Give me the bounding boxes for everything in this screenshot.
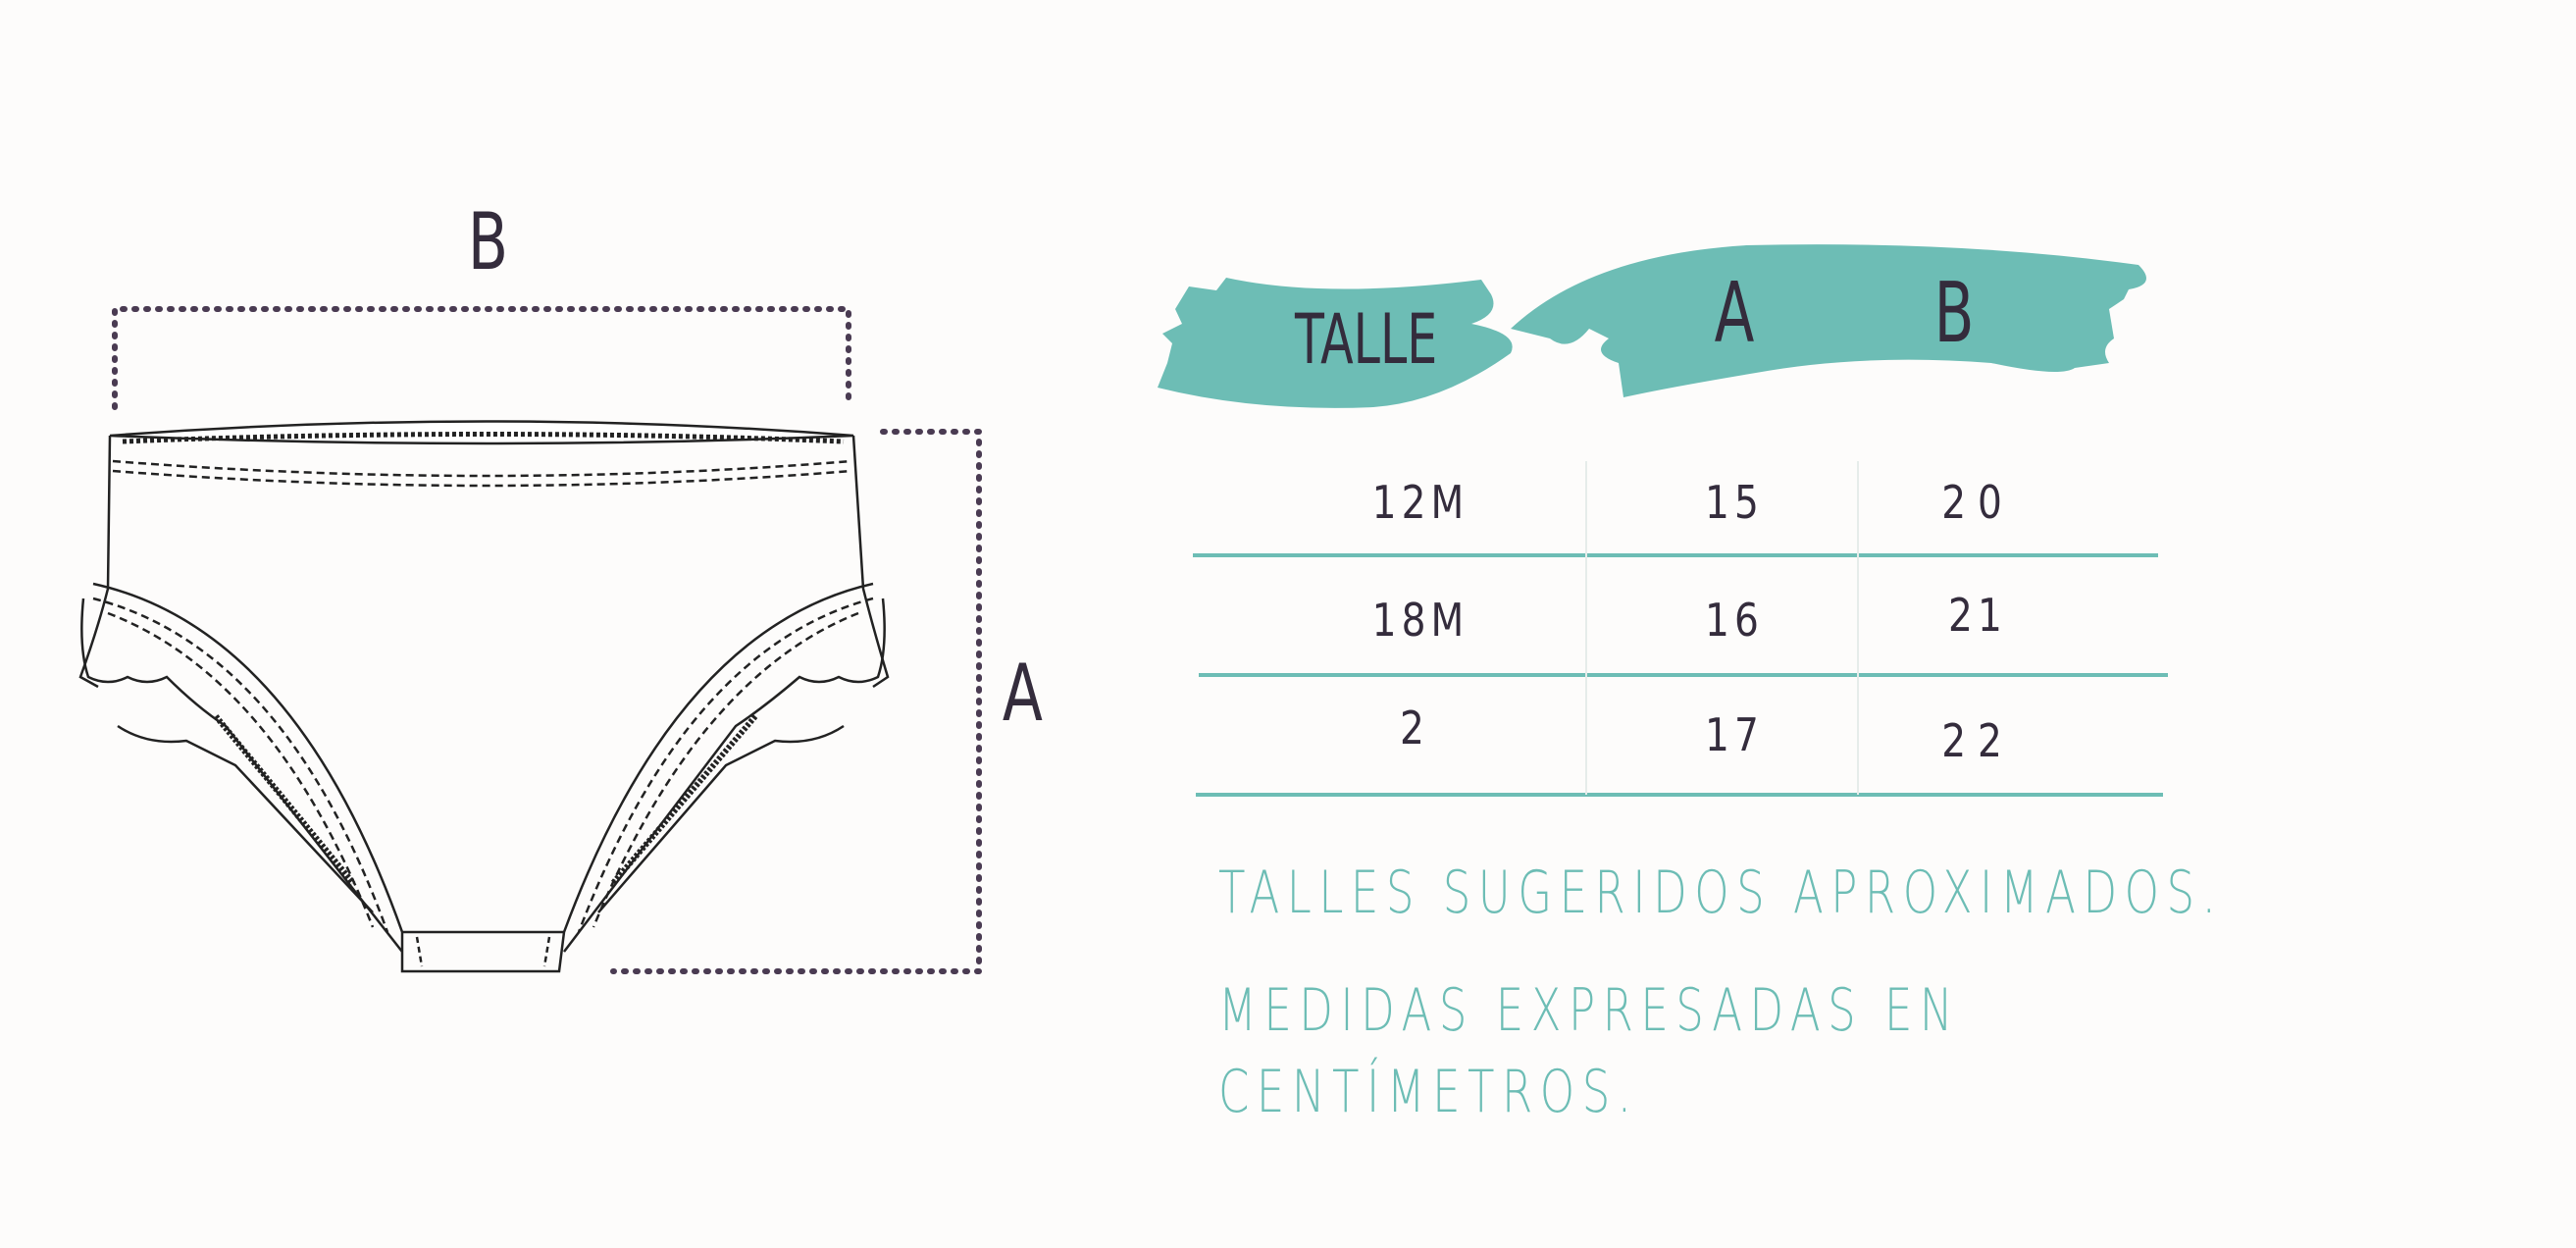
cell-size: 2 xyxy=(1400,702,1429,754)
dimension-b-label: B xyxy=(467,196,509,287)
note-measurements-unit: CENTÍMETROS. xyxy=(1218,1058,1639,1126)
header-talle: TALLE xyxy=(1295,299,1438,380)
note-approximate-sizes: TALLES SUGERIDOS APROXIMADOS. xyxy=(1218,858,2224,927)
cell-size: 18M xyxy=(1371,594,1469,647)
note-measurements: MEDIDAS EXPRESADAS EN xyxy=(1218,976,1961,1045)
cell-a: 15 xyxy=(1705,476,1764,529)
cell-b: 22 xyxy=(1941,714,2014,767)
header-b: B xyxy=(1933,265,1975,362)
cell-b: 21 xyxy=(1948,589,2007,642)
cell-a: 17 xyxy=(1705,708,1764,761)
cell-size: 12M xyxy=(1371,476,1469,529)
dimension-a-label: A xyxy=(1002,648,1043,739)
cell-b: 20 xyxy=(1941,476,2014,529)
dimension-a-line xyxy=(610,429,982,974)
cell-a: 16 xyxy=(1705,594,1764,647)
dimension-b-line xyxy=(112,306,851,410)
garment-illustration xyxy=(78,306,982,974)
header-a: A xyxy=(1714,265,1755,362)
